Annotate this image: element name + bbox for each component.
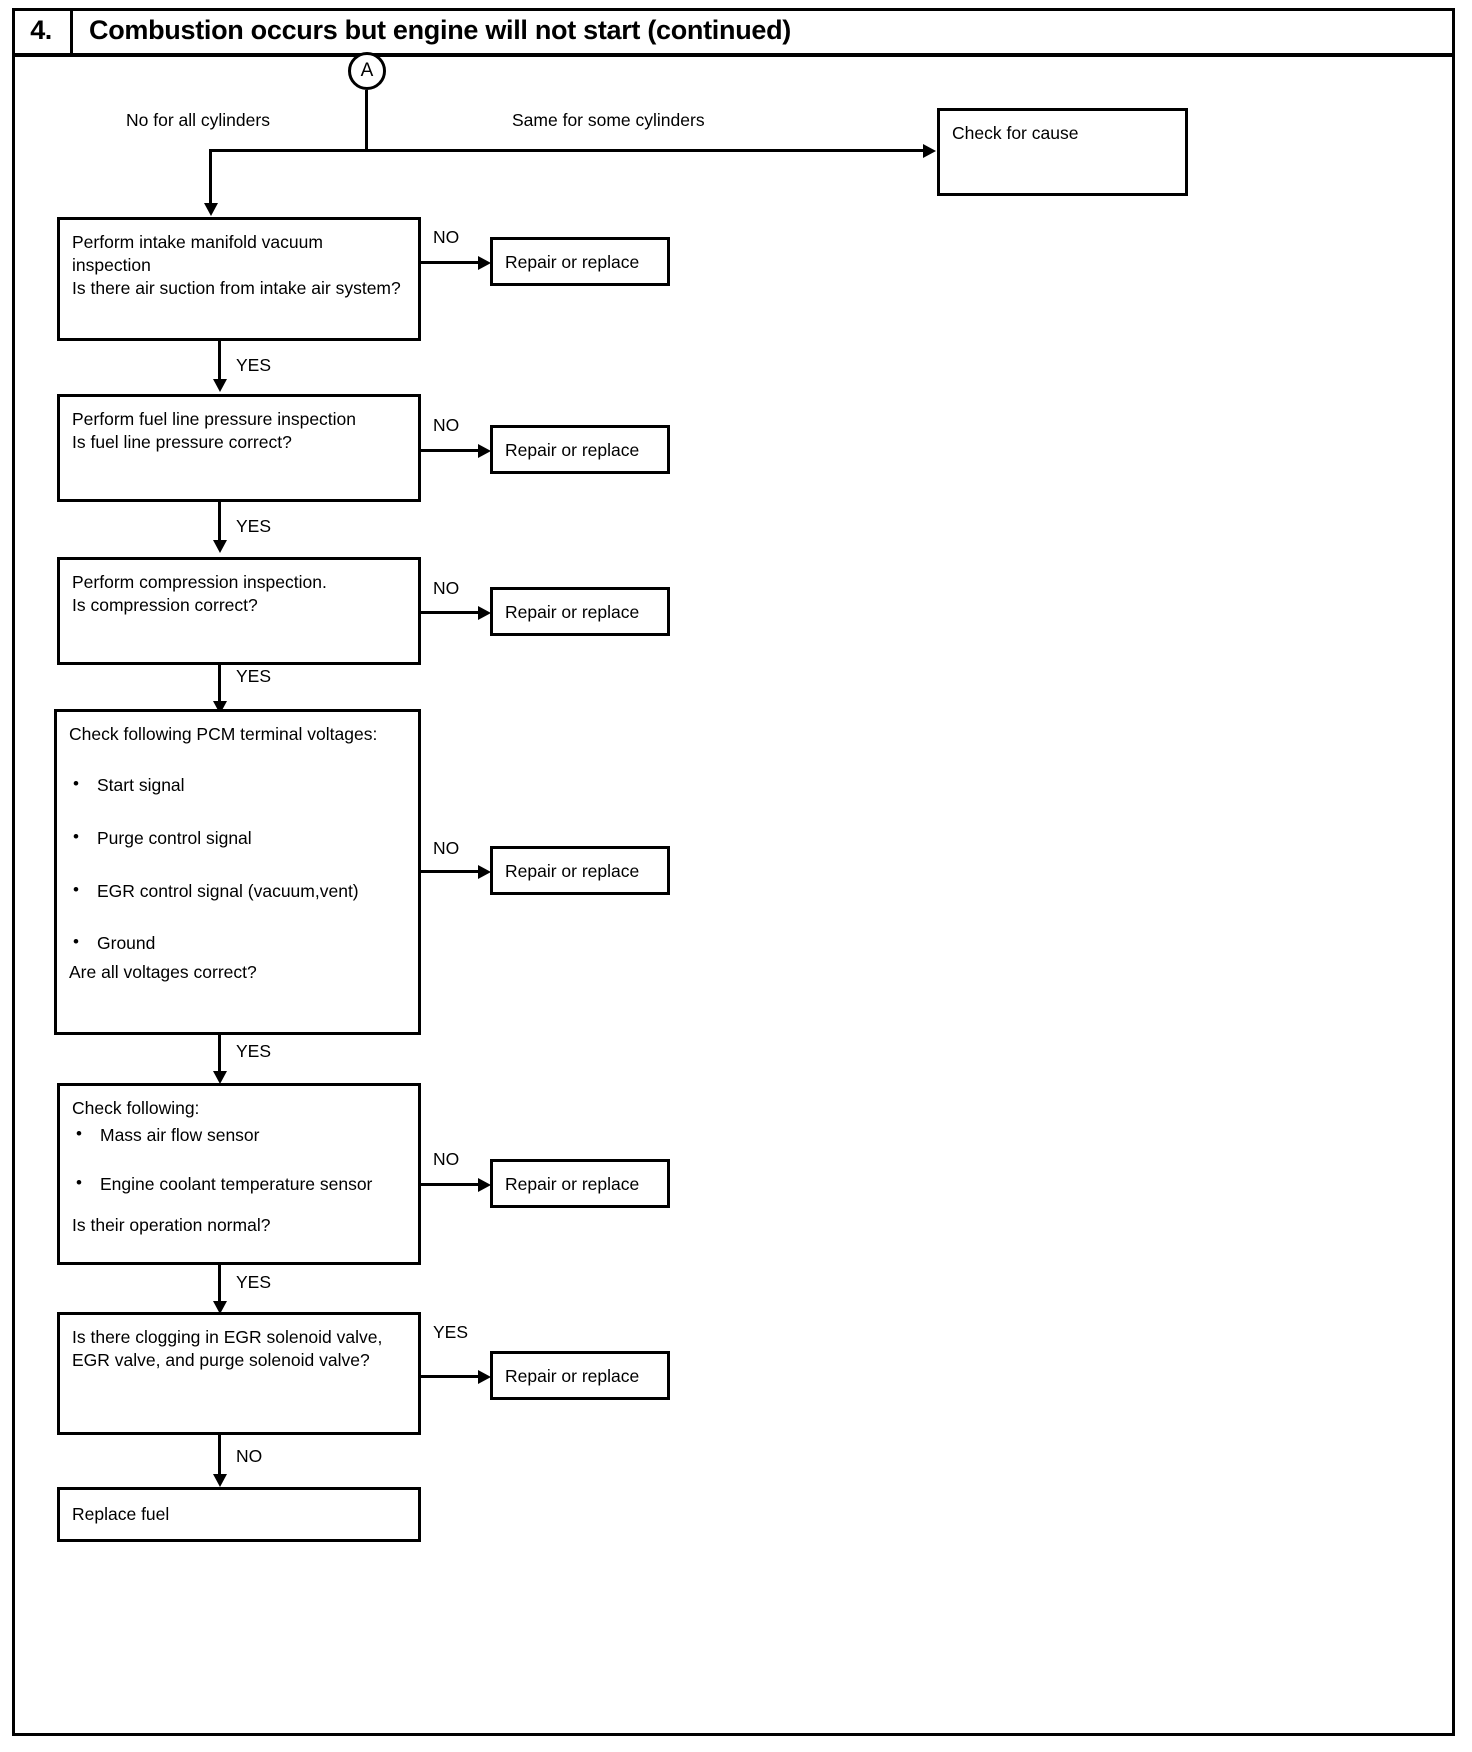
box-fuel-line-inspection[interactable]: Perform fuel line pressure inspection Is… bbox=[57, 394, 421, 502]
box-sensors-heading: Check following: bbox=[72, 1098, 200, 1118]
arrow-to-check-for-cause bbox=[923, 144, 936, 158]
edge-fuel-no-line bbox=[421, 449, 480, 452]
box-pcm-heading: Check following PCM terminal voltages: bbox=[69, 724, 378, 744]
box-check-sensors[interactable]: Check following: Mass air flow sensor En… bbox=[57, 1083, 421, 1265]
box-repair-or-replace-4[interactable]: Repair or replace bbox=[490, 846, 670, 895]
edge-label-compression-yes: YES bbox=[236, 666, 272, 686]
left-branch-drop-line bbox=[209, 149, 212, 206]
edge-label-intake-no: NO bbox=[433, 227, 460, 247]
box-repair-or-replace-1[interactable]: Repair or replace bbox=[490, 237, 670, 286]
sensor-item: Engine coolant temperature sensor bbox=[60, 1172, 418, 1196]
box-repair-or-replace-3-text: Repair or replace bbox=[505, 602, 640, 622]
edge-sensors-yes-line bbox=[218, 1265, 221, 1305]
edge-compression-no-line bbox=[421, 611, 480, 614]
edge-egr-yes-line bbox=[421, 1375, 480, 1378]
sensors-items-list: Mass air flow sensor Engine coolant temp… bbox=[60, 1123, 418, 1196]
arrow-pcm-yes bbox=[213, 1071, 227, 1084]
arrow-fuel-yes bbox=[213, 540, 227, 553]
box-repair-or-replace-5-text: Repair or replace bbox=[505, 1174, 640, 1194]
edge-pcm-no-line bbox=[421, 870, 480, 873]
edge-label-egr-no: NO bbox=[236, 1446, 263, 1466]
edge-label-fuel-no: NO bbox=[433, 415, 460, 435]
box-egr-clogging-text: Is there clogging in EGR solenoid valve,… bbox=[72, 1327, 383, 1370]
edge-label-compression-no: NO bbox=[433, 578, 460, 598]
edge-compression-yes-line bbox=[218, 665, 221, 705]
connector-bubble-a: A bbox=[348, 52, 386, 90]
edge-intake-no-line bbox=[421, 261, 480, 264]
arrow-egr-no bbox=[213, 1474, 227, 1487]
box-replace-fuel[interactable]: Replace fuel bbox=[57, 1487, 421, 1542]
box-compression-text: Perform compression inspection. Is compr… bbox=[72, 572, 327, 616]
edge-egr-no-line bbox=[218, 1435, 221, 1478]
pcm-item: Start signal bbox=[57, 773, 418, 797]
edge-intake-yes-line bbox=[218, 341, 221, 383]
box-pcm-question: Are all voltages correct? bbox=[69, 962, 257, 983]
sensor-item: Mass air flow sensor bbox=[60, 1123, 418, 1147]
pcm-item: EGR control signal (vacuum,vent) bbox=[57, 879, 418, 903]
arrow-to-intake-box bbox=[204, 203, 218, 216]
arrow-pcm-no bbox=[478, 865, 491, 879]
section-number: 4. bbox=[12, 8, 73, 53]
connector-stem-line bbox=[365, 90, 368, 151]
arrow-sensors-no bbox=[478, 1178, 491, 1192]
arrow-intake-yes bbox=[213, 379, 227, 392]
box-repair-or-replace-3[interactable]: Repair or replace bbox=[490, 587, 670, 636]
box-sensors-question: Is their operation normal? bbox=[72, 1214, 271, 1235]
box-intake-manifold-text: Perform intake manifold vacuum inspectio… bbox=[72, 232, 401, 299]
box-pcm-terminal-voltages[interactable]: Check following PCM terminal voltages: S… bbox=[54, 709, 421, 1035]
split-horizontal-line bbox=[209, 149, 925, 152]
arrow-sensors-yes bbox=[213, 1301, 227, 1314]
box-repair-or-replace-2[interactable]: Repair or replace bbox=[490, 425, 670, 474]
box-compression-inspection[interactable]: Perform compression inspection. Is compr… bbox=[57, 557, 421, 665]
branch-label-same-for-some-cylinders: Same for some cylinders bbox=[512, 110, 705, 130]
page-frame bbox=[12, 8, 1455, 1736]
box-repair-or-replace-1-text: Repair or replace bbox=[505, 252, 640, 272]
box-egr-clogging[interactable]: Is there clogging in EGR solenoid valve,… bbox=[57, 1312, 421, 1435]
box-check-for-cause[interactable]: Check for cause bbox=[937, 108, 1188, 196]
arrow-fuel-no bbox=[478, 444, 491, 458]
edge-label-egr-yes: YES bbox=[433, 1322, 469, 1342]
edge-sensors-no-line bbox=[421, 1183, 480, 1186]
box-repair-or-replace-4-text: Repair or replace bbox=[505, 861, 640, 881]
page-title: Combustion occurs but engine will not st… bbox=[89, 15, 791, 45]
box-repair-or-replace-6-text: Repair or replace bbox=[505, 1366, 640, 1386]
box-fuel-line-text: Perform fuel line pressure inspection Is… bbox=[72, 409, 357, 453]
pcm-item: Ground bbox=[57, 931, 418, 955]
pcm-items-list: Start signal Purge control signal EGR co… bbox=[57, 773, 418, 955]
edge-label-sensors-no: NO bbox=[433, 1149, 460, 1169]
edge-label-pcm-yes: YES bbox=[236, 1041, 272, 1061]
edge-label-intake-yes: YES bbox=[236, 355, 272, 375]
edge-label-fuel-yes: YES bbox=[236, 516, 272, 536]
box-replace-fuel-text: Replace fuel bbox=[72, 1504, 170, 1524]
edge-label-sensors-yes: YES bbox=[236, 1272, 272, 1292]
box-repair-or-replace-2-text: Repair or replace bbox=[505, 440, 640, 460]
box-intake-manifold-inspection[interactable]: Perform intake manifold vacuum inspectio… bbox=[57, 217, 421, 341]
edge-pcm-yes-line bbox=[218, 1035, 221, 1075]
arrow-egr-yes bbox=[478, 1370, 491, 1384]
pcm-item: Purge control signal bbox=[57, 826, 418, 850]
branch-label-no-for-all-cylinders: No for all cylinders bbox=[126, 110, 270, 130]
arrow-compression-no bbox=[478, 606, 491, 620]
box-repair-or-replace-6[interactable]: Repair or replace bbox=[490, 1351, 670, 1400]
edge-fuel-yes-line bbox=[218, 502, 221, 544]
edge-label-pcm-no: NO bbox=[433, 838, 460, 858]
arrow-intake-no bbox=[478, 256, 491, 270]
section-header: 4. Combustion occurs but engine will not… bbox=[12, 8, 1455, 57]
box-repair-or-replace-5[interactable]: Repair or replace bbox=[490, 1159, 670, 1208]
box-check-for-cause-text: Check for cause bbox=[952, 123, 1079, 143]
